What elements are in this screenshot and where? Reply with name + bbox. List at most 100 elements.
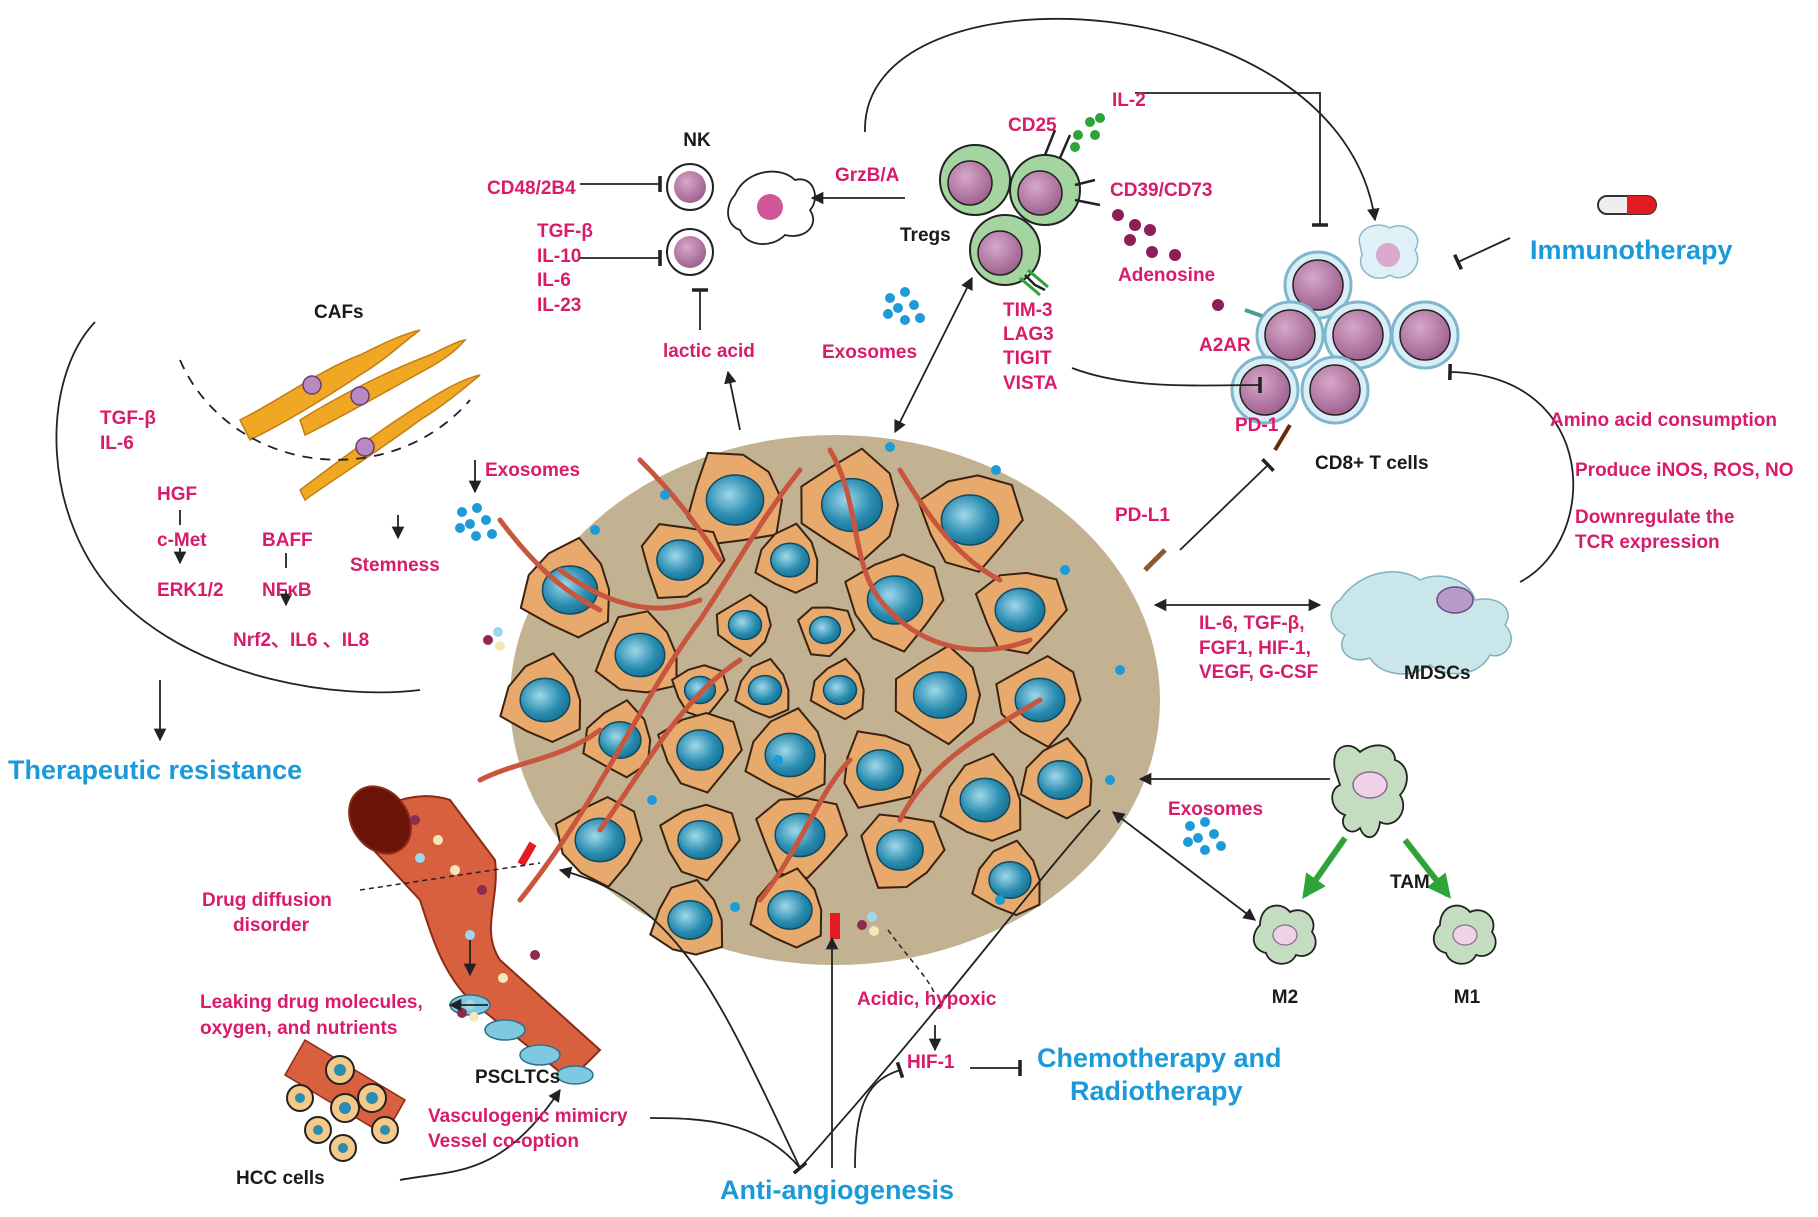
nk-cells — [666, 163, 816, 276]
label-anti-angiogenesis: Anti-angiogenesis — [720, 1175, 954, 1205]
label-il23: IL-23 — [537, 295, 581, 316]
label-tgfb: TGF-β — [537, 221, 593, 242]
label-mdsc-factors-3: VEGF, G-CSF — [1199, 662, 1318, 683]
tumor-cell — [974, 571, 1068, 655]
therapeutic-resistance-boundary — [55, 321, 421, 694]
vessel-leak-mark — [517, 841, 537, 867]
cd8-t-cell — [1300, 355, 1370, 425]
vessel-leak-mark — [830, 913, 840, 939]
label-mdsc-factors-1: IL-6, TGF-β, — [1199, 613, 1305, 634]
label-il6: IL-6 — [537, 270, 571, 291]
cd8-t-cell — [1283, 250, 1353, 320]
tumor-cell — [656, 711, 743, 794]
label-vista: VISTA — [1003, 373, 1058, 394]
label-m2: M2 — [1272, 987, 1298, 1008]
label-mdscs: MDSCs — [1404, 663, 1471, 684]
label-chemotherapy: Chemotherapy and — [1037, 1043, 1282, 1073]
label-radiotherapy: Radiotherapy — [1070, 1076, 1243, 1106]
tam-to-m2-arrow — [1302, 836, 1348, 899]
tumor-cell — [939, 752, 1022, 842]
label-cd8-t-cells: CD8+ T cells — [1315, 453, 1429, 474]
label-amino-acid: Amino acid consumption — [1550, 410, 1777, 431]
tumor-cell — [499, 652, 582, 743]
treg-cells — [939, 113, 1181, 297]
label-tigit: TIGIT — [1003, 348, 1052, 369]
label-hcc-cells: HCC cells — [236, 1168, 325, 1189]
cd8-t-cells — [1212, 224, 1460, 452]
cd8-t-cell — [1390, 300, 1460, 370]
hcc-cell-cluster — [283, 1038, 407, 1162]
tumor-cell — [649, 878, 724, 956]
caf-boundary-dashed — [179, 359, 471, 461]
tumor-cell — [971, 839, 1041, 917]
label-a2ar: A2AR — [1199, 335, 1251, 356]
cd8-t-cell — [1323, 300, 1393, 370]
tumor-cell — [734, 657, 790, 719]
label-grzba: GrzB/A — [835, 165, 900, 186]
label-leaking-1: Leaking drug molecules, — [200, 992, 423, 1013]
label-nrf2: Nrf2、IL6 、IL8 — [233, 630, 369, 651]
label-cmet: c-Met — [157, 530, 207, 551]
label-leaking-2: oxygen, and nutrients — [200, 1018, 397, 1039]
label-tam: TAM — [1390, 872, 1430, 893]
tumor-cell — [796, 606, 856, 658]
connectors — [153, 17, 1575, 1181]
tumor-cell — [1019, 737, 1093, 820]
tumor-cell — [594, 610, 678, 694]
labels: NK CD48/2B4 TGF-β IL-10 IL-6 IL-23 lacti… — [8, 90, 1794, 1205]
tam-cell — [1331, 744, 1408, 838]
cafs-cells — [238, 329, 481, 502]
label-pd-l1: PD-L1 — [1115, 505, 1170, 526]
tumor-cell — [894, 644, 982, 746]
tumor-cell — [658, 803, 741, 882]
label-lactic-acid: lactic acid — [663, 341, 755, 362]
label-tregs: Tregs — [900, 225, 951, 246]
drug-capsule-icon — [1597, 195, 1657, 215]
tumor-cell — [686, 451, 783, 546]
label-nfkb: NFκB — [262, 580, 312, 601]
tumor-cell — [843, 730, 922, 809]
label-mdsc-factors-2: FGF1, HIF-1, — [1199, 638, 1311, 659]
label-hif1: HIF-1 — [907, 1052, 955, 1073]
blood-vessel — [348, 785, 840, 1085]
drug-particles — [410, 815, 540, 983]
label-cafs: CAFs — [314, 302, 364, 323]
label-hgf: HGF — [157, 484, 197, 505]
label-nk: NK — [683, 130, 711, 151]
tumor-blood-vessels — [477, 447, 1043, 903]
label-downregulate-1: Downregulate the — [1575, 507, 1734, 528]
m2-macrophage — [1252, 904, 1317, 965]
label-stemness: Stemness — [350, 555, 440, 576]
label-exosomes-top: Exosomes — [822, 342, 917, 363]
label-immunotherapy: Immunotherapy — [1530, 235, 1733, 265]
label-psclt: PSCLTCs — [475, 1067, 560, 1088]
label-tim3: TIM-3 — [1003, 300, 1053, 321]
label-therapeutic-resistance: Therapeutic resistance — [8, 755, 302, 785]
label-downregulate-2: TCR expression — [1575, 532, 1720, 553]
label-vessel-co-option: Vessel co-option — [428, 1131, 579, 1152]
tumor-mass — [477, 435, 1160, 965]
label-drug-diffusion-1: Drug diffusion — [202, 890, 332, 911]
label-il10: IL-10 — [537, 246, 581, 267]
tumor-cell — [715, 593, 772, 658]
label-drug-diffusion-2: disorder — [233, 915, 310, 936]
label-baff: BAFF — [262, 530, 313, 551]
label-exosomes-caf: Exosomes — [485, 460, 580, 481]
tumor-cell — [754, 522, 819, 594]
label-erk: ERK1/2 — [157, 580, 224, 601]
label-pd1: PD-1 — [1235, 415, 1279, 436]
label-cd48-2b4: CD48/2B4 — [487, 178, 576, 199]
label-acidic-hypoxic: Acidic, hypoxic — [857, 989, 997, 1010]
cd8-t-cell — [1255, 300, 1325, 370]
pd-l1-receptor — [1143, 548, 1167, 572]
label-adenosine: Adenosine — [1118, 265, 1215, 286]
tumor-cell — [809, 657, 865, 721]
cd8-t-cell — [1230, 355, 1300, 425]
tumor-cell — [744, 707, 827, 799]
mdsc-cell — [1330, 571, 1512, 675]
label-il2: IL-2 — [1112, 90, 1146, 111]
tam-to-m1-arrow — [1402, 838, 1451, 899]
label-m1: M1 — [1454, 987, 1481, 1008]
label-caf-il6: IL-6 — [100, 433, 134, 454]
label-caf-tgfb: TGF-β — [100, 408, 156, 429]
